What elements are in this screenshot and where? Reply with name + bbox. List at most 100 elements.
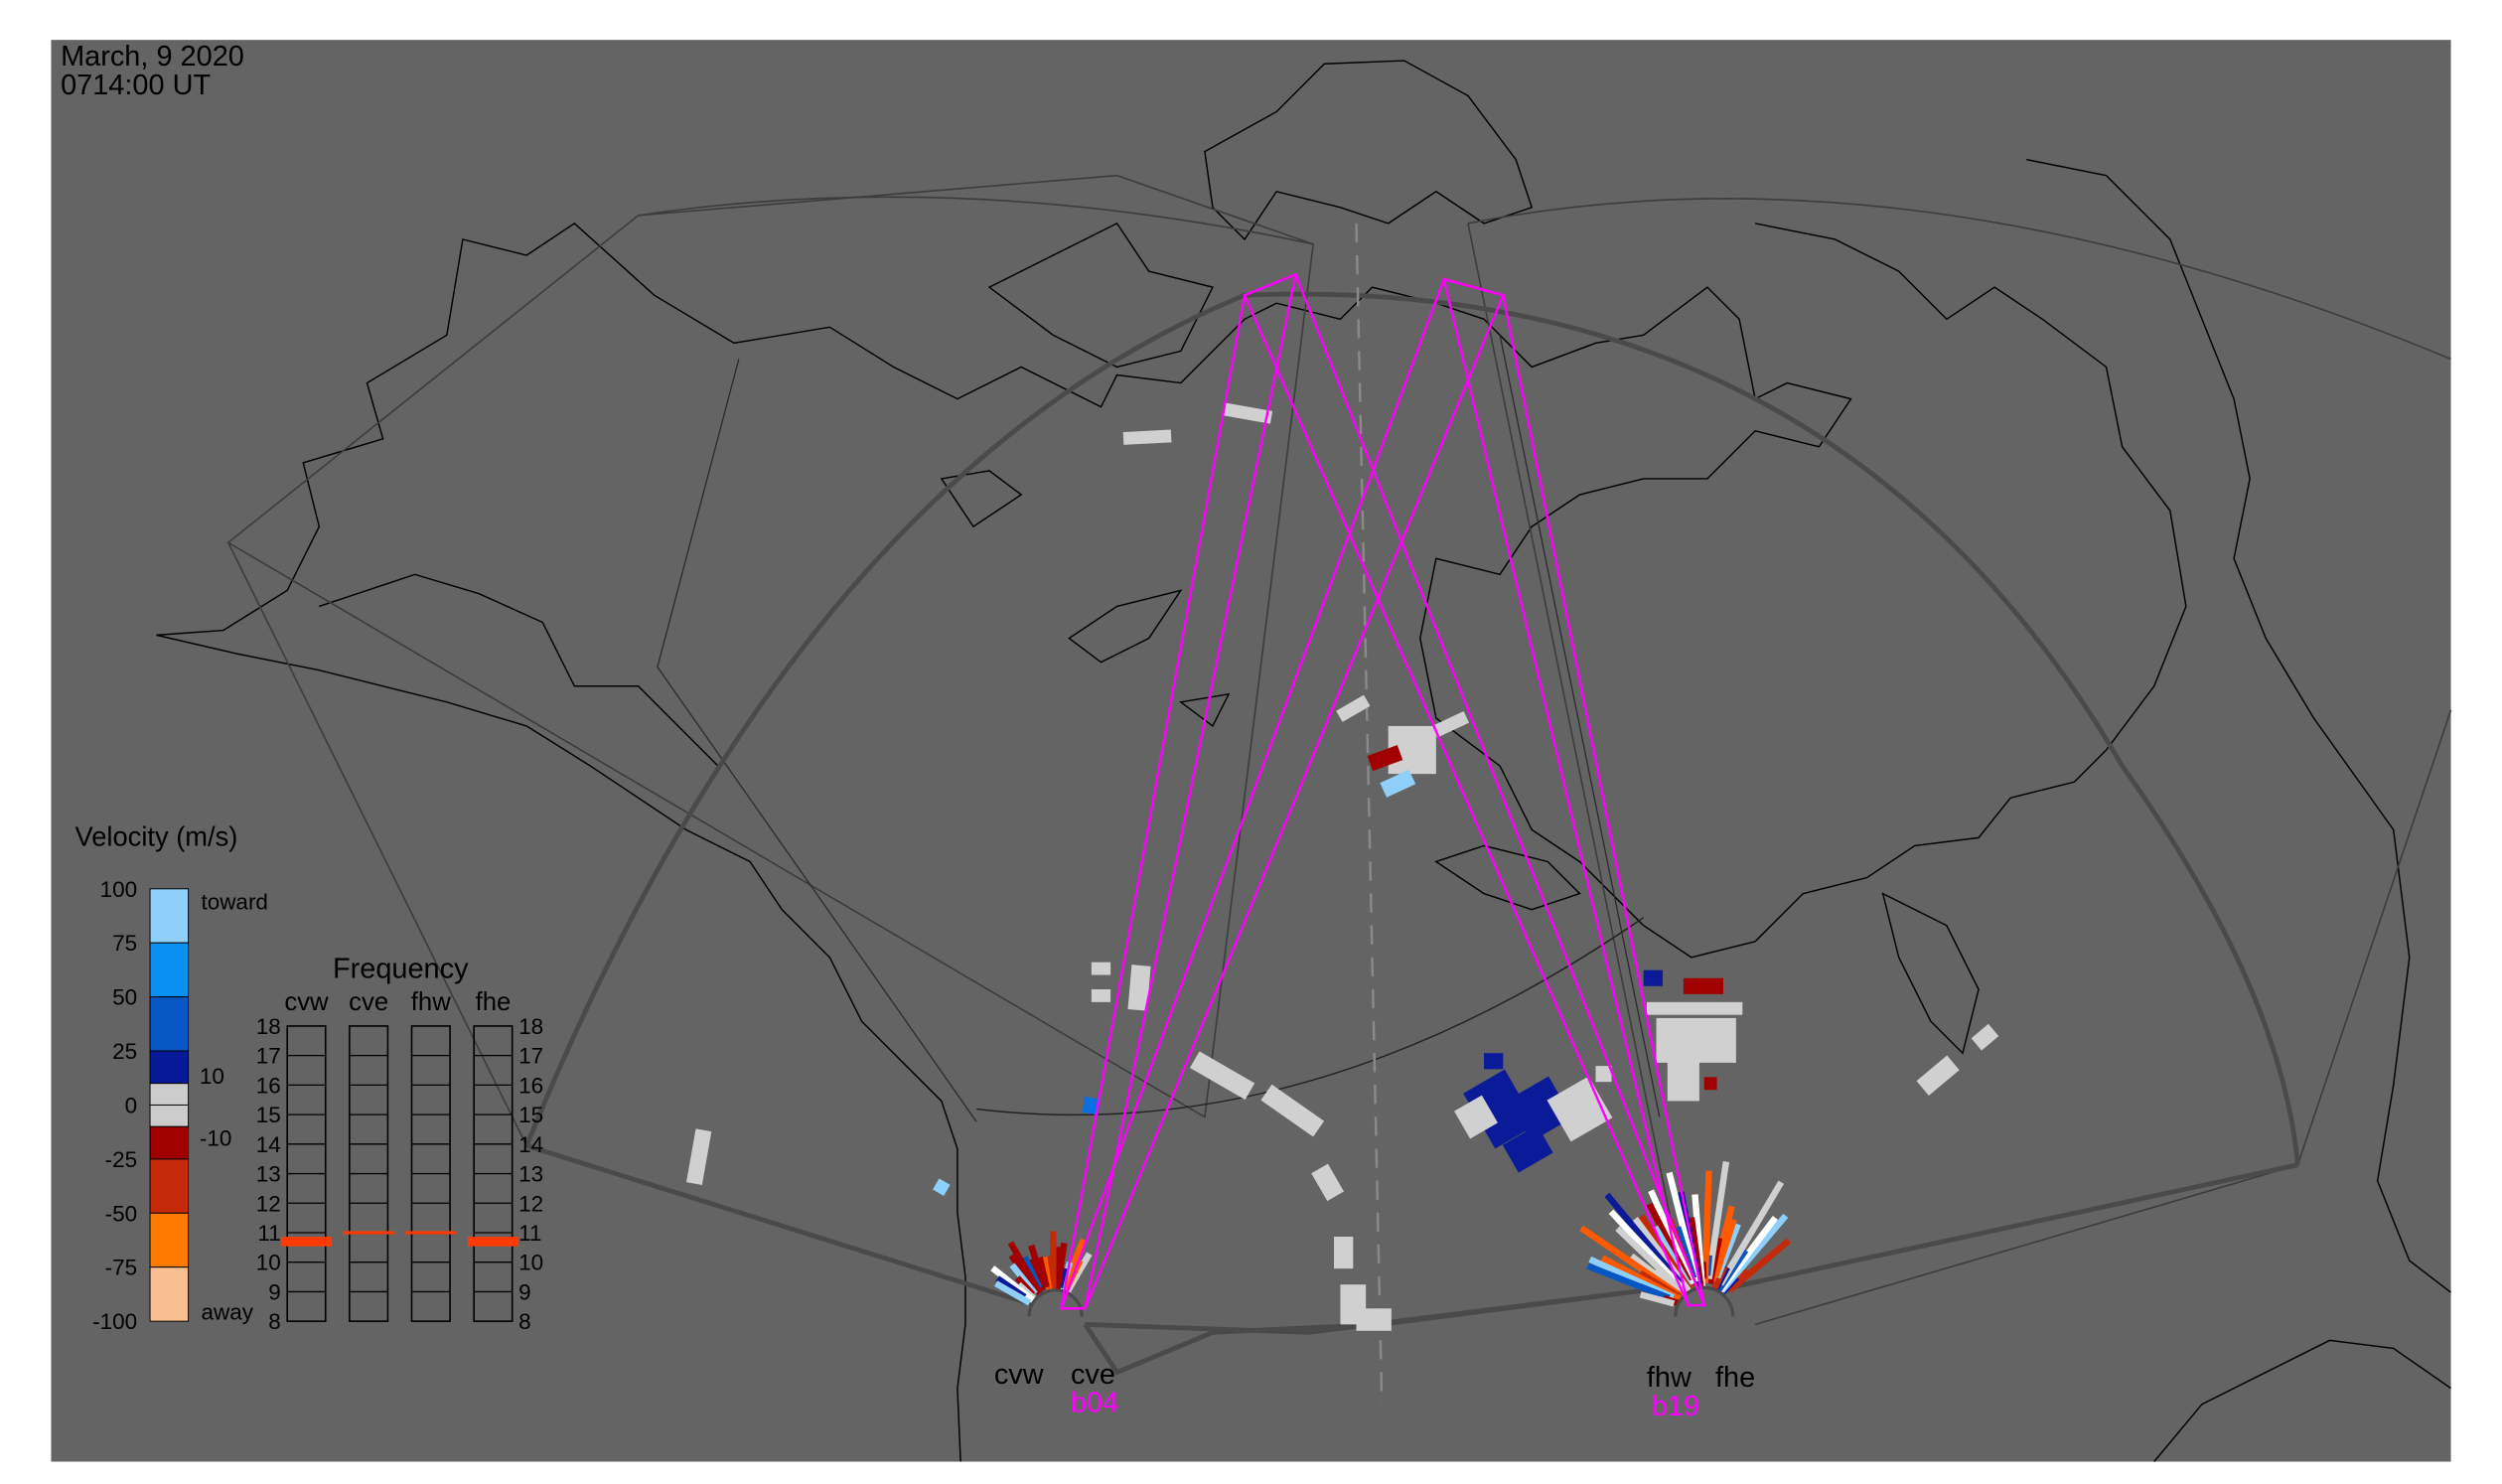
scatter-cell [686, 1128, 712, 1185]
colorbar-tick: -50 [105, 1201, 137, 1226]
scatter-cell [1122, 429, 1172, 445]
colorbar-segment [149, 1266, 190, 1322]
frequency-tick-left: 10 [256, 1251, 281, 1275]
frequency-title: Frequency [333, 954, 469, 985]
colorbar-tick: -75 [105, 1256, 137, 1280]
frequency-tick-left: 11 [257, 1221, 280, 1246]
frequency-marker [343, 1231, 394, 1235]
colorbar-segment [149, 1083, 190, 1106]
scatter-cell [1091, 962, 1111, 975]
colorbar-tick-10: 10 [200, 1064, 224, 1089]
site-label-cve: cve [1071, 1359, 1115, 1391]
colorbar-segment [149, 1212, 190, 1268]
colorbar-segment [149, 888, 190, 944]
scatter-cell [1454, 1095, 1498, 1139]
scatter-cell [1507, 1076, 1573, 1142]
scatter-cell [1127, 965, 1151, 1011]
colorbar-tick: 50 [112, 985, 137, 1010]
scatter-cell [1091, 989, 1111, 1002]
frequency-marker [405, 1231, 457, 1235]
frequency-tick-right: 16 [518, 1073, 543, 1098]
beam-label-b04: b04 [1071, 1388, 1118, 1419]
scatter-cell [1484, 1053, 1504, 1070]
colorbar-segment [149, 1104, 190, 1127]
time-label: 0714:00 UT [61, 70, 211, 101]
scatter-cell [1683, 977, 1724, 994]
frequency-tick-left: 13 [256, 1162, 281, 1187]
colorbar-tick: 75 [112, 931, 137, 956]
scatter-cell [1260, 1084, 1325, 1137]
frequency-tick-left: 12 [256, 1191, 281, 1216]
radar-fans [990, 1161, 1792, 1317]
scatter-cell [1311, 1163, 1344, 1202]
scatter-cell [1380, 769, 1416, 798]
frequency-tick-left: 18 [256, 1014, 281, 1039]
colorbar-segment [149, 1125, 190, 1160]
colorbar-tick: 100 [100, 877, 138, 902]
scatter-cell [1703, 1077, 1717, 1091]
frequency-tick-left: 16 [256, 1073, 281, 1098]
scatter-cell [1334, 1237, 1354, 1269]
frequency-tick-left: 14 [256, 1132, 281, 1157]
fan-cell [1007, 1241, 1046, 1301]
colorbar-title: Velocity (m/s) [75, 820, 238, 851]
scatter-cell [1656, 1017, 1736, 1063]
scatter-cell [1336, 694, 1371, 722]
colorbar-tick-minus10: -10 [200, 1125, 232, 1150]
scatter-cell [1667, 1061, 1699, 1102]
frequency-marker [280, 1237, 333, 1247]
colorbar-segment [149, 996, 190, 1052]
frequency-tick-left: 17 [256, 1044, 281, 1069]
frequency-radar-label: fhw [411, 988, 451, 1016]
colorbar-segment [149, 942, 190, 998]
fan-cell [990, 1265, 1036, 1303]
frequency-marker [467, 1237, 519, 1247]
scatter-cells [686, 402, 1999, 1331]
frequency-radar-label: fhe [476, 988, 512, 1016]
frequency-tick-left: 9 [268, 1279, 281, 1304]
scatter-cell [933, 1178, 951, 1196]
fan-cell [1717, 1180, 1785, 1286]
colorbar-segment [149, 1050, 190, 1085]
scatter-cell [1595, 1066, 1612, 1083]
scatter-cell [1431, 711, 1470, 738]
radar-fov-outlines [226, 174, 2452, 1405]
date-label: March, 9 2020 [61, 41, 244, 73]
colorbar-tick: 0 [125, 1094, 138, 1118]
fan-cell [994, 1280, 1032, 1306]
site-label-fhe: fhe [1715, 1362, 1755, 1394]
frequency-tick-right: 8 [518, 1309, 531, 1334]
scatter-cell [1916, 1055, 1960, 1097]
site-label-fhw: fhw [1647, 1362, 1692, 1394]
colorbar-tick: 25 [112, 1039, 137, 1064]
scatter-cell [1189, 1051, 1255, 1101]
frequency-radar-label: cvw [284, 988, 329, 1016]
scatter-cell [1646, 1001, 1743, 1015]
colorbar-tick: -100 [92, 1309, 137, 1334]
scatter-cell [1463, 1069, 1538, 1149]
fan-cell [1639, 1291, 1676, 1307]
site-label-cvw: cvw [994, 1359, 1044, 1391]
frequency-tick-right: 11 [518, 1221, 541, 1246]
scatter-cell [1367, 745, 1403, 772]
frequency-radar-label: cve [349, 988, 388, 1016]
beam-label-b19: b19 [1652, 1391, 1699, 1422]
scatter-cell [1223, 402, 1273, 424]
frequency-tick-right: 17 [518, 1044, 543, 1069]
scatter-cell [1643, 969, 1663, 986]
colorbar-tick: -25 [105, 1147, 137, 1172]
toward-label: toward [201, 890, 268, 915]
frequency-tick-left: 8 [268, 1309, 281, 1334]
frequency-tick-right: 14 [518, 1132, 543, 1157]
beam-outlines [1059, 272, 1706, 1310]
velocity-colorbar: 100 75 50 25 0 -25 -50 -75 -100 [92, 877, 190, 1334]
away-label: away [201, 1300, 253, 1325]
site-cv-center [1027, 1288, 1084, 1317]
frequency-tick-right: 18 [518, 1014, 543, 1039]
frequency-tick-left: 15 [256, 1103, 281, 1127]
fan-cell [1586, 1262, 1671, 1301]
coastlines [156, 60, 2451, 1462]
frequency-tick-right: 12 [518, 1191, 543, 1216]
scatter-cell [1356, 1308, 1392, 1331]
